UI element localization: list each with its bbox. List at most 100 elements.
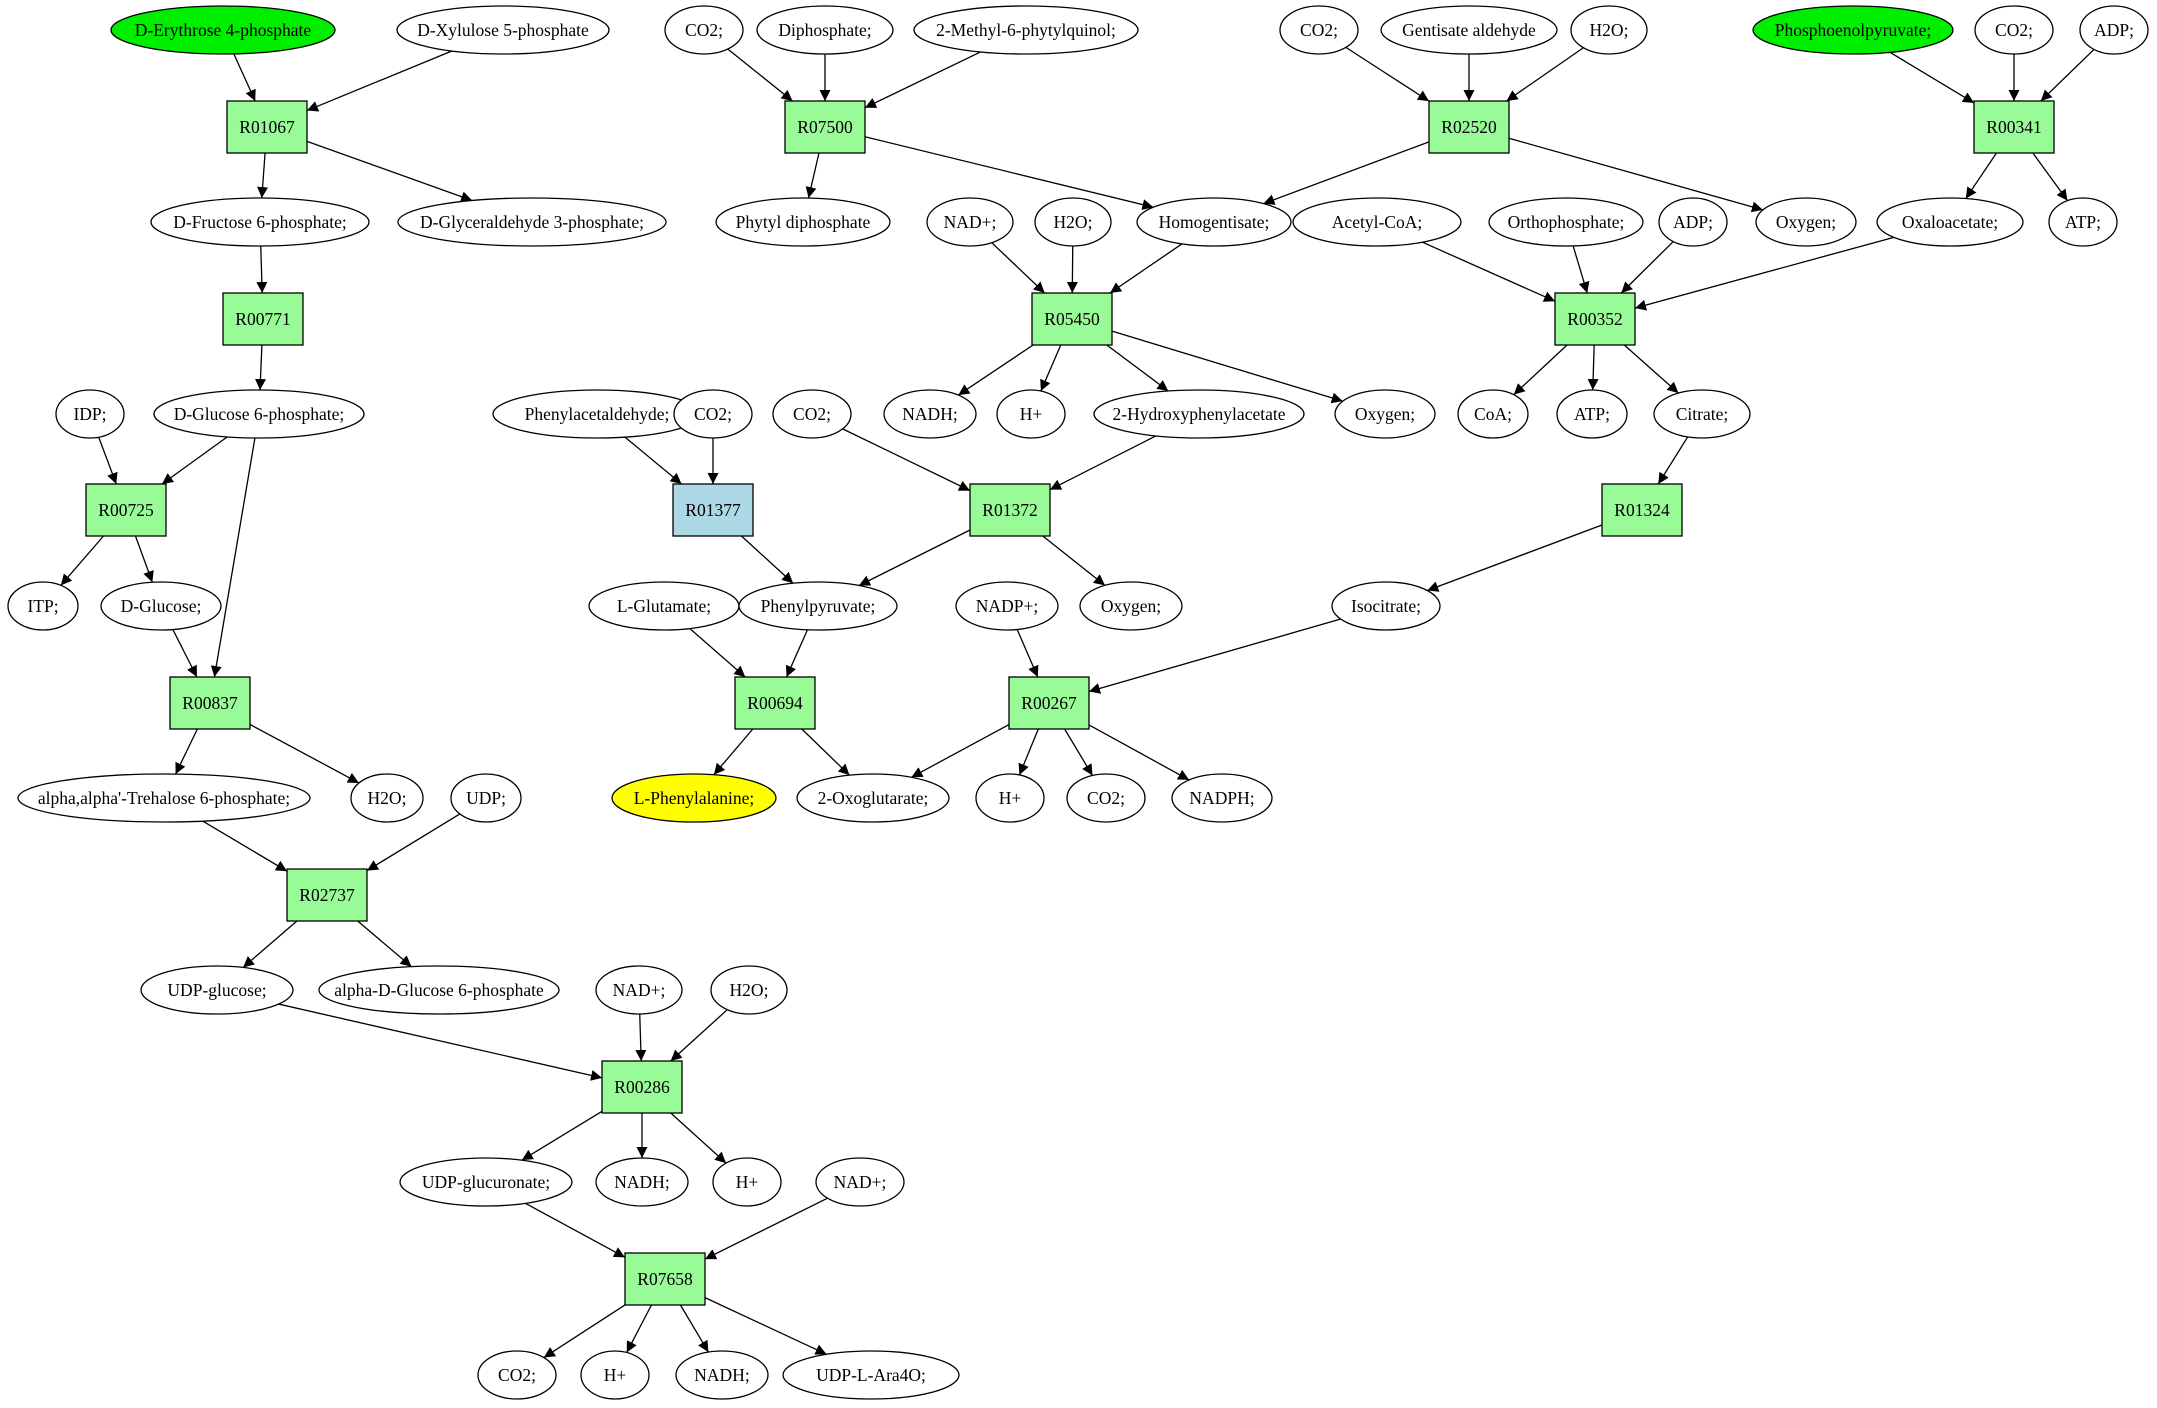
reaction-node-R00694[interactable]: R00694 [735,677,815,729]
metabolite-node-m_udpgluc[interactable]: UDP-glucuronate; [400,1158,572,1206]
metabolite-node-m_co2_e[interactable]: CO2; [1067,774,1145,822]
metabolite-node-m_gentald[interactable]: Gentisate aldehyde [1381,6,1557,54]
metabolite-node-m_acoa[interactable]: Acetyl-CoA; [1293,198,1461,246]
metabolite-node-m_f6p[interactable]: D-Fructose 6-phosphate; [151,198,369,246]
metabolite-label: L-Glutamate; [617,596,711,616]
reaction-node-R07500[interactable]: R07500 [785,101,865,153]
reaction-node-R07658[interactable]: R07658 [625,1253,705,1305]
edge-R01377-to-m_phpyr [741,536,793,583]
metabolite-node-m_g6p[interactable]: D-Glucose 6-phosphate; [154,390,364,438]
edge-m_nad_c-to-R05450 [992,243,1045,293]
metabolite-node-m_h_a[interactable]: H+ [713,1158,781,1206]
metabolite-node-m_atp_a[interactable]: ATP; [2049,198,2117,246]
metabolite-node-m_h2o_b[interactable]: H2O; [711,966,787,1014]
reaction-node-R00341[interactable]: R00341 [1974,101,2054,153]
metabolite-label: Acetyl-CoA; [1332,212,1422,232]
metabolite-node-m_coa[interactable]: CoA; [1458,390,1528,438]
metabolite-label: ADP; [2094,20,2134,40]
metabolite-node-m_oxy_c[interactable]: Oxygen; [1756,198,1856,246]
metabolite-node-m_co2_f[interactable]: CO2; [1280,6,1358,54]
metabolite-node-m_phald[interactable]: Phenylacetaldehyde; [493,390,701,438]
reaction-node-R00771[interactable]: R00771 [223,293,303,345]
reaction-node-R01067[interactable]: R01067 [227,101,307,153]
reaction-node-R01324[interactable]: R01324 [1602,484,1682,536]
metabolite-node-m_co2_b[interactable]: CO2; [665,6,743,54]
metabolite-node-m_glc[interactable]: D-Glucose; [101,582,221,630]
metabolite-label: Phosphoenolpyruvate; [1775,20,1932,40]
metabolite-node-m_phpyr[interactable]: Phenylpyruvate; [739,582,897,630]
metabolite-label: D-Xylulose 5-phosphate [417,20,589,40]
metabolite-node-m_pi[interactable]: Orthophosphate; [1489,198,1643,246]
metabolite-node-m_oxy_b[interactable]: Oxygen; [1080,582,1182,630]
metabolite-node-m_udpara[interactable]: UDP-L-Ara4O; [783,1351,959,1399]
metabolite-node-m_h2o_c[interactable]: H2O; [1035,198,1111,246]
reaction-node-R00286[interactable]: R00286 [602,1061,682,1113]
metabolite-label: 2-Oxoglutarate; [818,788,929,808]
metabolite-node-m_oxy_a[interactable]: Oxygen; [1335,390,1435,438]
edge-m_udpg-to-R00286 [279,1004,602,1078]
metabolite-node-m_udpg[interactable]: UDP-glucose; [141,966,293,1014]
metabolite-node-m_nadh_c[interactable]: NADH; [884,390,976,438]
reaction-node-R00267[interactable]: R00267 [1009,677,1089,729]
metabolite-node-m_nadh_a[interactable]: NADH; [596,1158,688,1206]
metabolite-node-m_adp_a[interactable]: ADP; [2080,6,2148,54]
metabolite-node-m_cit[interactable]: Citrate; [1654,390,1750,438]
metabolite-node-m_nadh_b[interactable]: NADH; [676,1351,768,1399]
metabolite-node-m_icit[interactable]: Isocitrate; [1332,582,1440,630]
reaction-node-R00837[interactable]: R00837 [170,677,250,729]
metabolite-node-m_2og[interactable]: 2-Oxoglutarate; [797,774,949,822]
metabolite-node-m_h_b[interactable]: H+ [581,1351,649,1399]
metabolite-node-m_nadp[interactable]: NADP+; [956,582,1058,630]
metabolite-node-m_lglu[interactable]: L-Glutamate; [589,582,739,630]
metabolite-node-m_atp_b[interactable]: ATP; [1557,390,1627,438]
metabolite-node-m_h_c[interactable]: H+ [997,390,1065,438]
metabolite-node-m_h2o_a[interactable]: H2O; [351,774,423,822]
metabolite-node-m_nad_a[interactable]: NAD+; [596,966,682,1014]
reaction-node-R01377[interactable]: R01377 [673,484,753,536]
metabolite-node-m_2hpa[interactable]: 2-Hydroxyphenylacetate [1094,390,1304,438]
metabolite-node-m_pep[interactable]: Phosphoenolpyruvate; [1753,6,1953,54]
metabolite-node-m_g3p[interactable]: D-Glyceraldehyde 3-phosphate; [398,198,666,246]
metabolite-node-m_t6p[interactable]: alpha,alpha'-Trehalose 6-phosphate; [18,774,310,822]
metabolite-node-m_itp[interactable]: ITP; [8,582,78,630]
edge-m_mpq-to-R07500 [865,52,981,108]
edge-m_lglu-to-R00694 [690,629,745,677]
metabolite-node-m_x5p[interactable]: D-Xylulose 5-phosphate [397,6,609,54]
reaction-node-R00352[interactable]: R00352 [1555,293,1635,345]
metabolite-node-m_co2_g[interactable]: CO2; [1975,6,2053,54]
metabolite-node-m_mpq[interactable]: 2-Methyl-6-phytylquinol; [914,6,1138,54]
edge-R07658-to-m_co2_a [544,1305,625,1358]
metabolite-node-m_oaa[interactable]: Oxaloacetate; [1877,198,2023,246]
metabolite-node-m_adg6p[interactable]: alpha-D-Glucose 6-phosphate [319,966,559,1014]
edge-m_2hpa-to-R01372 [1050,436,1156,490]
edge-m_phpyr-to-R00694 [787,630,808,677]
metabolite-node-m_co2_a[interactable]: CO2; [478,1351,556,1399]
metabolite-node-m_homog[interactable]: Homogentisate; [1137,198,1291,246]
metabolite-node-m_udp[interactable]: UDP; [451,774,521,822]
metabolite-node-m_lphe[interactable]: L-Phenylalanine; [612,774,776,822]
metabolite-label: Phenylpyruvate; [761,596,876,616]
metabolite-node-m_dip[interactable]: Diphosphate; [757,6,893,54]
metabolite-node-m_adp_b[interactable]: ADP; [1659,198,1727,246]
metabolite-label: ADP; [1673,212,1713,232]
metabolite-node-m_h2o_d[interactable]: H2O; [1571,6,1647,54]
reaction-node-R02737[interactable]: R02737 [287,869,367,921]
metabolite-node-m_nadph[interactable]: NADPH; [1172,774,1272,822]
reaction-node-R05450[interactable]: R05450 [1032,293,1112,345]
reaction-node-R01372[interactable]: R01372 [970,484,1050,536]
metabolite-label: NADH; [694,1365,749,1385]
metabolite-node-m_co2_d[interactable]: CO2; [773,390,851,438]
metabolite-node-m_idp[interactable]: IDP; [56,390,124,438]
reaction-node-R00725[interactable]: R00725 [86,484,166,536]
metabolite-node-m_e4p[interactable]: D-Erythrose 4-phosphate [111,6,335,54]
metabolite-node-m_nad_b[interactable]: NAD+; [816,1158,904,1206]
metabolite-node-m_phytyl[interactable]: Phytyl diphosphate [716,198,890,246]
metabolite-label: Oxygen; [1355,404,1415,424]
metabolite-node-m_co2_c[interactable]: CO2; [674,390,752,438]
metabolite-label: CO2; [793,404,831,424]
edge-m_homog-to-R05450 [1110,244,1182,293]
reaction-node-R02520[interactable]: R02520 [1429,101,1509,153]
metabolite-node-m_nad_c[interactable]: NAD+; [927,198,1013,246]
metabolite-node-m_h_d[interactable]: H+ [976,774,1044,822]
